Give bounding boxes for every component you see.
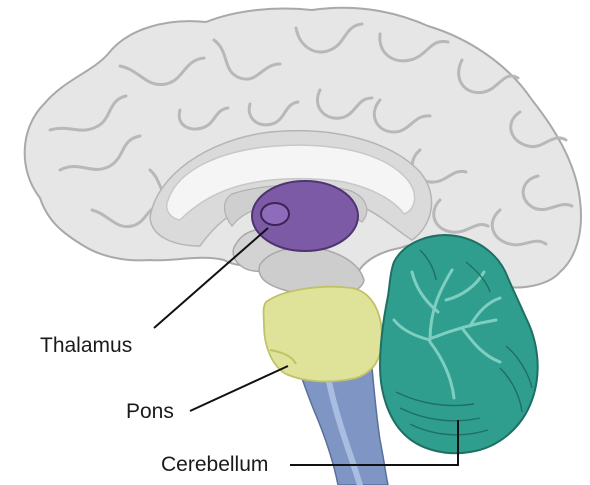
thalamus-nucleus xyxy=(261,203,289,225)
pons-leader xyxy=(190,366,288,411)
pons-label: Pons xyxy=(126,401,174,422)
thalamus-label: Thalamus xyxy=(40,335,132,356)
pons xyxy=(264,287,383,382)
cerebellum-label: Cerebellum xyxy=(161,454,268,475)
